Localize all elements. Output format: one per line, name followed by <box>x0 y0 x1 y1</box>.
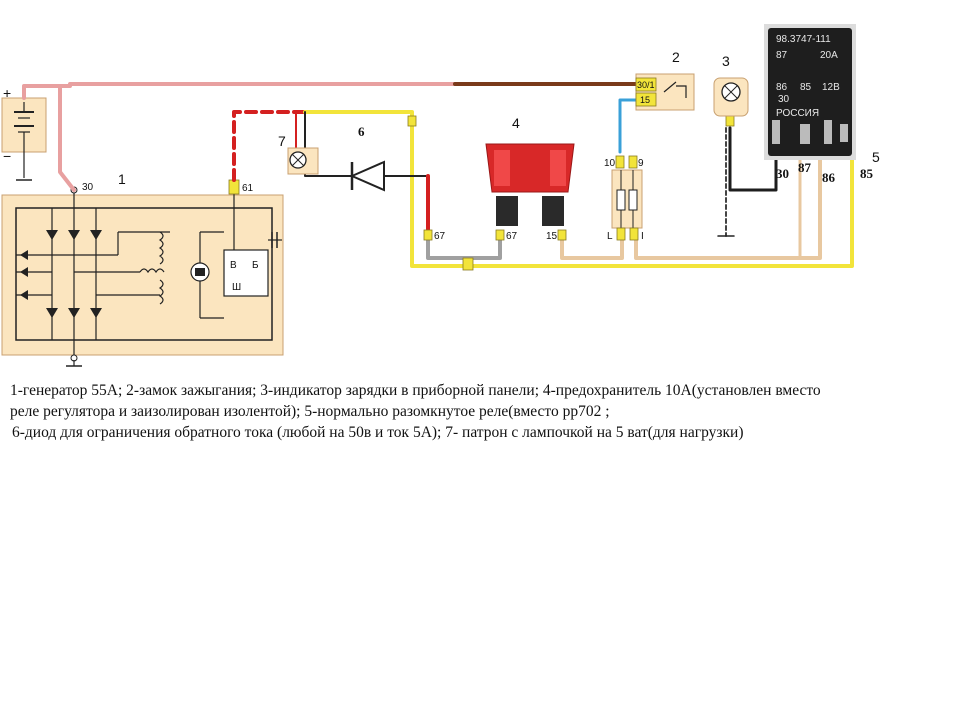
diode <box>349 160 385 192</box>
relay-30: 30 <box>778 94 790 105</box>
battery <box>1 97 47 181</box>
indicator-number: 3 <box>722 53 730 69</box>
wiring-diagram: В Б Ш 30 61 1 + − <box>1 24 880 367</box>
relay-country: РОССИЯ <box>776 108 819 119</box>
caption-line-3: 6-диод для ограничения обратного тока (л… <box>12 424 744 441</box>
switch-30-1-label: 30/1 <box>637 80 655 90</box>
relay-pin-30: 30 <box>776 166 789 181</box>
diode-number: 6 <box>358 124 365 139</box>
relay-85: 85 <box>800 82 812 93</box>
lamp-socket <box>287 147 319 175</box>
switch-15-label: 15 <box>640 95 650 105</box>
caption-line-2: реле регулятора и заизолирован изолентой… <box>10 403 610 420</box>
fuse-block <box>611 155 643 241</box>
term-67a-label: 67 <box>434 231 446 242</box>
fuse <box>485 143 575 226</box>
relay-87: 87 <box>776 50 788 61</box>
charge-indicator <box>713 77 749 117</box>
relay-pin-85: 85 <box>860 166 874 181</box>
battery-minus-label: − <box>3 148 11 164</box>
wires <box>22 82 854 268</box>
block-i-label: I <box>641 231 644 242</box>
relay-86: 86 <box>776 82 788 93</box>
ignition-switch <box>635 73 695 111</box>
fuse-number: 4 <box>512 115 520 131</box>
lamp-number: 7 <box>278 133 286 149</box>
block-10-label: 10 <box>604 158 616 169</box>
relay-number: 5 <box>872 149 880 165</box>
diagram-caption: 1-генератор 55А; 2-замок зажыгания; 3-ин… <box>10 380 950 443</box>
block-9-label: 9 <box>638 158 644 169</box>
relay-pin-87: 87 <box>798 160 812 175</box>
reg-label-sh: Ш <box>232 282 241 293</box>
term-61-label: 61 <box>242 183 254 194</box>
relay-pin-86: 86 <box>822 170 836 185</box>
term-67b-label: 67 <box>506 231 518 242</box>
relay-20a: 20A <box>820 50 838 61</box>
connector-tabs <box>407 115 735 271</box>
relay <box>764 24 856 160</box>
reg-label-b: В <box>230 260 237 271</box>
switch-number: 2 <box>672 49 680 65</box>
caption-line-1: 1-генератор 55А; 2-замок зажыгания; 3-ин… <box>10 382 821 399</box>
block-l-label: L <box>607 231 613 242</box>
battery-plus-label: + <box>3 85 11 101</box>
generator-number: 1 <box>118 171 126 187</box>
reg-label-bb: Б <box>252 260 259 271</box>
relay-model: 98.3747-111 <box>776 34 831 45</box>
generator: В Б Ш <box>1 186 284 367</box>
term-15-label: 15 <box>546 231 558 242</box>
relay-12v: 12В <box>822 82 840 93</box>
term-30-label: 30 <box>82 182 94 193</box>
